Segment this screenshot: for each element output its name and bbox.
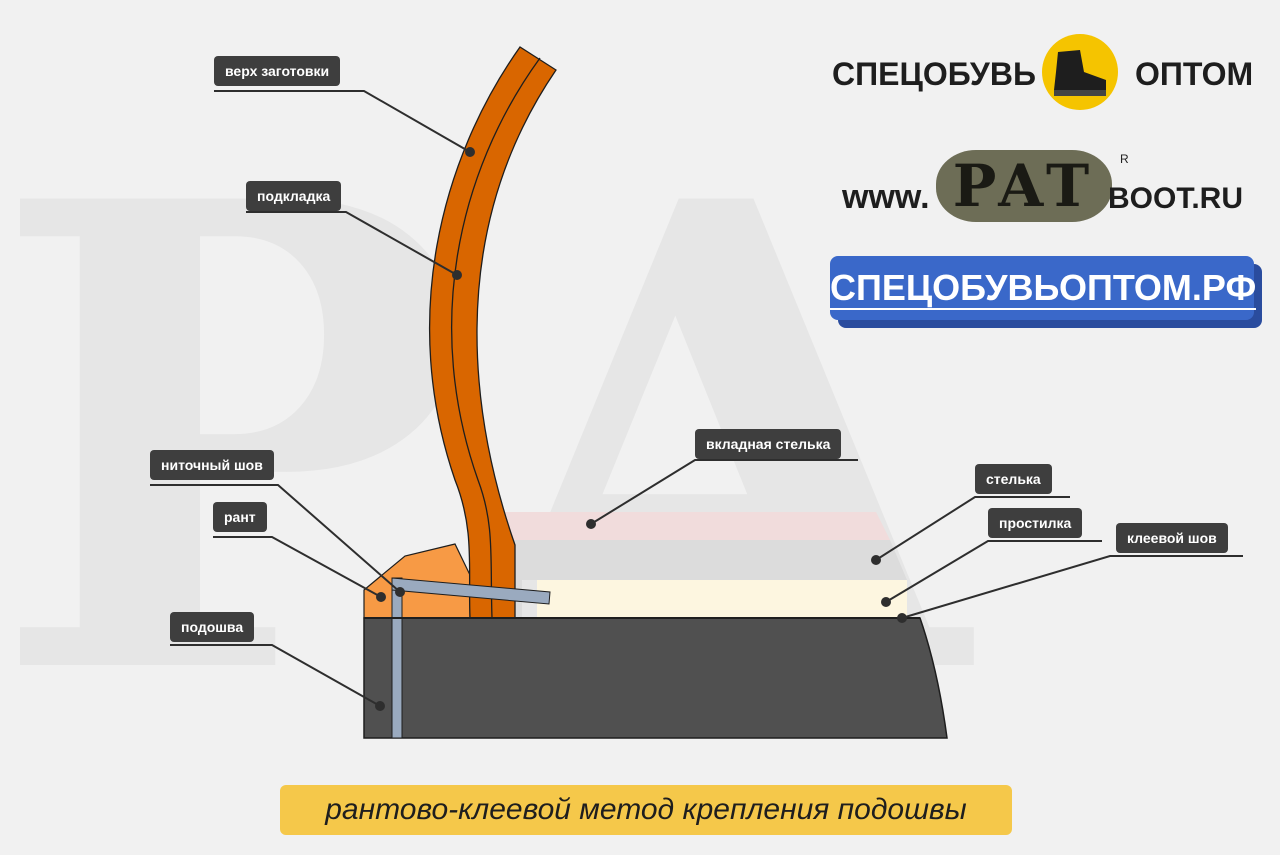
label-welt: рант: [213, 502, 267, 532]
filler-layer: [537, 580, 907, 618]
label-sock-liner: вкладная стелька: [695, 429, 842, 459]
label-insole: стелька: [975, 464, 1052, 494]
label-lining: подкладка: [246, 181, 342, 211]
leader-welt: [213, 536, 382, 598]
pat-logo: PAT: [936, 150, 1112, 222]
domain-suffix: BOOT.RU: [1108, 182, 1243, 215]
leader-insole: [875, 496, 1070, 561]
leader-sock-liner: [590, 459, 858, 525]
boot-logo-icon: [1042, 34, 1118, 110]
rf-domain-link[interactable]: СПЕЦОБУВЬОПТОМ.РФ: [830, 256, 1257, 320]
label-thread-seam: ниточный шов: [150, 450, 274, 480]
leader-glue-seam: [901, 555, 1243, 619]
sock-liner-layer: [500, 512, 890, 540]
upper-shape: [428, 46, 557, 619]
leader-sole: [170, 644, 381, 707]
sole-shape: [363, 617, 948, 739]
stitch-vertical: [391, 577, 403, 739]
registered-mark: R: [1120, 152, 1129, 166]
diagram-caption: рантово-клеевой метод крепления подошвы: [280, 785, 1012, 835]
label-glue-seam: клеевой шов: [1116, 523, 1228, 553]
leader-upper: [214, 90, 471, 153]
brand-left-text: СПЕЦОБУВЬ: [832, 56, 1036, 92]
label-sole: подошва: [170, 612, 255, 642]
label-upper: верх заготовки: [214, 56, 341, 86]
leader-thread-seam: [150, 484, 401, 593]
lining-divider: [451, 57, 541, 619]
rf-domain-text: СПЕЦОБУВЬОПТОМ.РФ: [830, 267, 1257, 310]
leader-lining: [246, 211, 458, 276]
leader-filler: [885, 540, 1102, 603]
www-prefix: www.: [842, 178, 930, 216]
brand-right-text: ОПТОМ: [1135, 56, 1254, 92]
label-filler: простилка: [988, 508, 1083, 538]
insole-layer: [512, 540, 907, 580]
